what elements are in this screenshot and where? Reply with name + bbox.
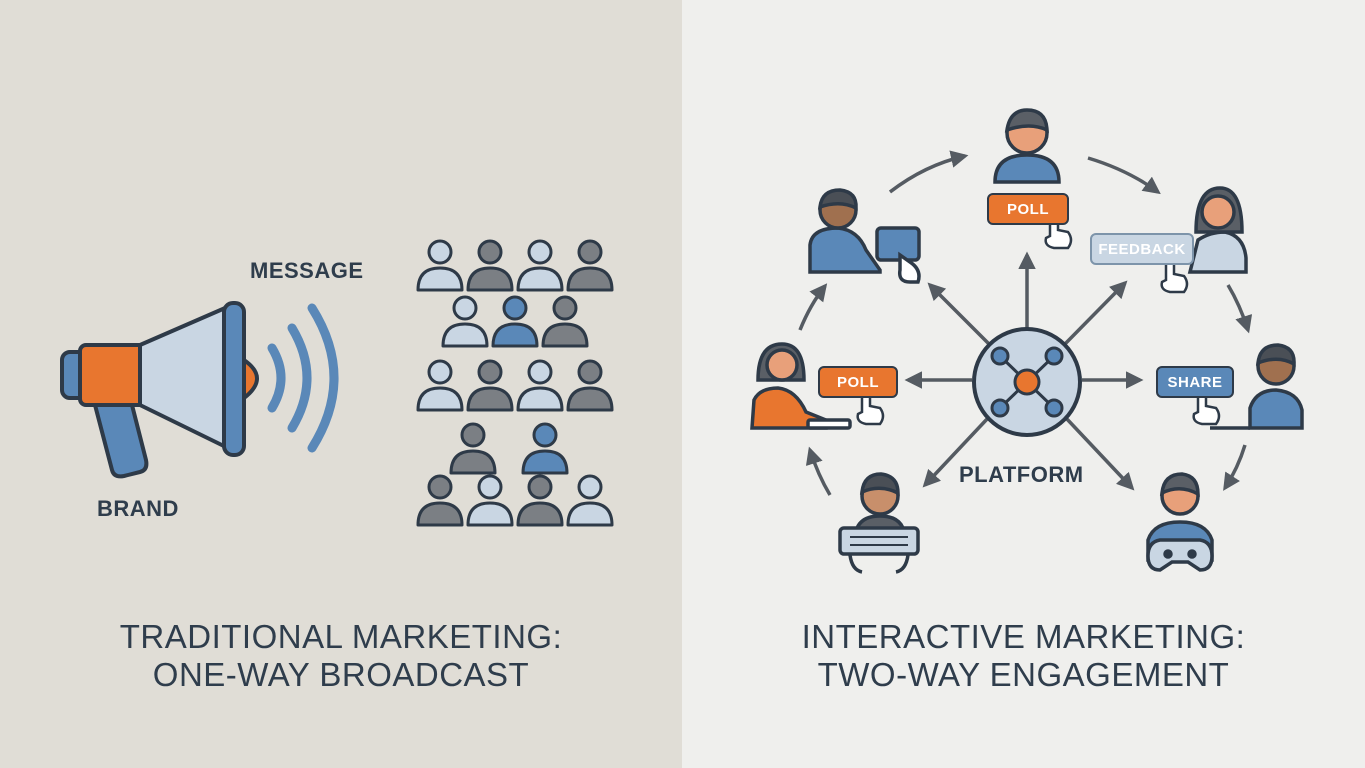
person-topleft-icon [808,188,921,284]
platform-hub-icon [972,327,1082,437]
brand-label: BRAND [97,496,179,521]
poll-button-left[interactable]: POLL [818,366,898,398]
right-panel-interactive: POLL FEEDBACK POLL SHARE PLATFORM INTERA… [682,0,1365,768]
person-bottomright-icon [1146,472,1214,572]
cursor-hand-icon [856,213,1221,426]
audience-person-icon [416,359,464,412]
platform-label: PLATFORM [959,462,1084,487]
sound-waves-icon [267,303,339,453]
audience-group [416,239,614,527]
feedback-button[interactable]: FEEDBACK [1090,233,1194,265]
person-left-icon [750,342,852,430]
person-bottomleft-icon [838,472,920,574]
audience-person-icon [416,239,464,292]
audience-person-icon [516,239,564,292]
audience-person-icon [566,474,614,527]
message-label: MESSAGE [250,258,364,283]
traditional-caption-line1: TRADITIONAL MARKETING: [119,618,563,655]
cycle-arrows [798,150,1253,496]
person-top-icon [993,108,1061,184]
left-panel-traditional: MESSAGE BRAND TRADITIONAL MARKETING: ONE… [0,0,682,768]
audience-person-icon [541,295,589,348]
traditional-caption-line2: ONE-WAY BROADCAST [152,656,530,693]
audience-person-icon [466,239,514,292]
poll-button-top[interactable]: POLL [987,193,1069,225]
engagement-illustration [750,108,1304,574]
audience-person-icon [449,422,497,475]
broadcast-illustration [60,239,614,527]
person-topright-icon [1187,186,1248,274]
audience-person-icon [491,295,539,348]
audience-person-icon [441,295,489,348]
audience-person-icon [466,359,514,412]
audience-person-icon [516,474,564,527]
interactive-caption-line1: INTERACTIVE MARKETING: [801,618,1246,655]
person-right-icon [1210,343,1304,430]
audience-person-icon [566,239,614,292]
share-button[interactable]: SHARE [1156,366,1234,398]
megaphone-icon [60,301,259,479]
radial-arrows [904,251,1144,491]
interactive-caption-line2: TWO-WAY ENGAGEMENT [817,656,1230,693]
audience-person-icon [416,474,464,527]
audience-person-icon [516,359,564,412]
audience-person-icon [466,474,514,527]
audience-person-icon [566,359,614,412]
audience-person-icon [521,422,569,475]
